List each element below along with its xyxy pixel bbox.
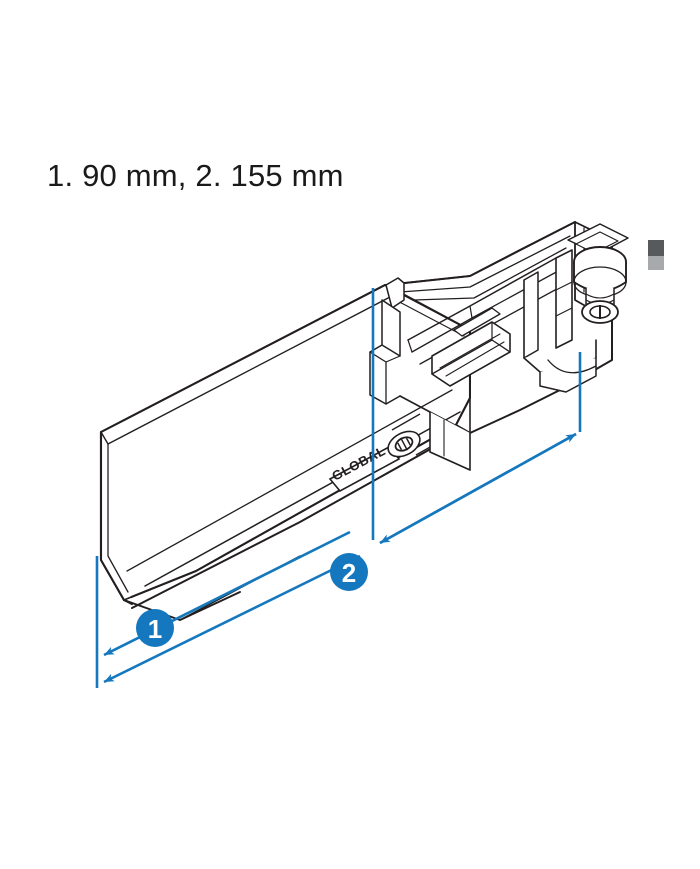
- callout-badge-1: 1: [136, 609, 174, 647]
- housing-screw: [387, 413, 433, 458]
- adapter-end-tab: [648, 240, 664, 270]
- dimension-caption: 1. 90 mm, 2. 155 mm: [47, 158, 344, 193]
- track-adapter-assembly: [369, 221, 629, 471]
- dimension-line-2: [371, 288, 582, 545]
- rotary-locking-knob: [573, 246, 627, 324]
- callout-badge-1-label: 1: [148, 614, 162, 644]
- dimension-1-measure-line: [103, 554, 361, 684]
- adapter-housing-body: [99, 283, 472, 621]
- callout-badge-2-label: 2: [342, 558, 356, 588]
- dimension-2-measure-line-b: [379, 432, 577, 545]
- callout-badge-2: 2: [330, 553, 368, 591]
